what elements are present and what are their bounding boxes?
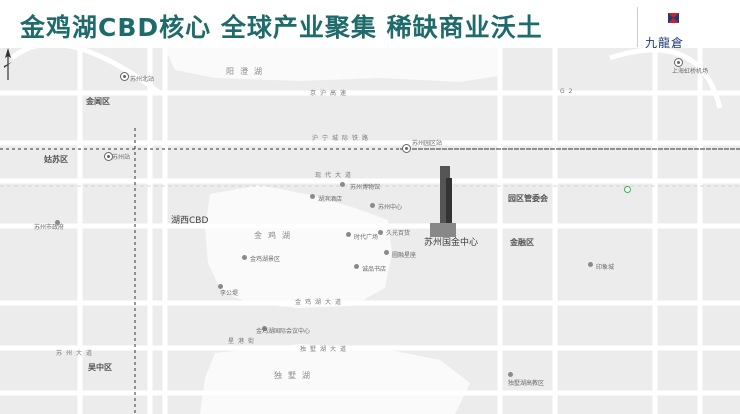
poi-marker [378, 230, 383, 235]
station-icon [120, 72, 129, 81]
flag-icon [668, 13, 679, 23]
place-label: 李公堤 [220, 290, 239, 297]
jinji-lake-shape [205, 185, 392, 308]
district-label: 姑苏区 [44, 155, 68, 164]
airport-icon [674, 58, 683, 67]
district-label: 吴中区 [88, 363, 112, 372]
place-label: 苏州中心 [378, 204, 403, 211]
brand-name: 九龍倉 [645, 36, 685, 50]
landmark-label: 苏州国金中心 [424, 238, 479, 248]
road-label: 京沪高速 [310, 90, 351, 97]
north-arrow-icon [4, 48, 12, 80]
place-label: 湖滨酒店 [318, 196, 343, 203]
logo-divider [637, 7, 638, 47]
poi-marker [340, 182, 345, 187]
place-label: 金鸡湖景区 [250, 256, 281, 263]
lake-label: 阳澄湖 [226, 67, 268, 76]
poi-marker [384, 250, 389, 255]
place-label: 时代广场 [354, 234, 379, 241]
road-label: 苏州大道 [56, 350, 97, 357]
location-pin-icon [624, 186, 631, 193]
place-label: 苏州站 [112, 154, 131, 161]
lake-label: 独墅湖 [274, 371, 316, 380]
road-label: 沪宁城际铁路 [312, 135, 373, 142]
poi-marker [262, 326, 267, 331]
poi-marker [55, 220, 60, 225]
place-label: 诚品书店 [362, 266, 387, 273]
poi-marker [588, 262, 593, 267]
map-canvas [0, 48, 740, 414]
brand-logo: 九龍倉 [637, 6, 699, 50]
district-label: 金阊区 [86, 97, 110, 106]
district-label: 园区管委会 [508, 194, 548, 203]
station-icon [402, 144, 411, 153]
district-label: 湖西CBD [171, 216, 209, 226]
place-label: 金鸡湖国际会议中心 [256, 328, 311, 335]
poi-marker [310, 194, 315, 199]
dushu-lake-shape [200, 344, 470, 414]
poi-marker [346, 232, 351, 237]
road-label: G2 [560, 88, 577, 95]
station-icon [104, 152, 113, 161]
road-label: 现代大道 [315, 172, 356, 179]
lake-label: 金鸡湖 [254, 231, 296, 240]
road-label: 星港街 [228, 338, 259, 345]
road-label: 金鸡湖大道 [295, 299, 346, 306]
header-banner: 金鸡湖CBD核心 全球产业聚集 稀缺商业沃土 九龍倉 [0, 0, 740, 50]
place-label: 印象城 [596, 264, 615, 271]
poi-marker [354, 264, 359, 269]
page-title: 金鸡湖CBD核心 全球产业聚集 稀缺商业沃土 [20, 13, 543, 42]
district-label: 金融区 [510, 238, 534, 247]
place-label: 久光百货 [386, 230, 411, 237]
tower-icon [430, 166, 456, 237]
place-label: 上海虹桥机场 [672, 68, 709, 75]
place-label: 圆融星座 [392, 252, 417, 259]
yangcheng-lake-shape [165, 48, 500, 82]
poi-marker [370, 203, 375, 208]
place-label: 独墅湖高教区 [508, 380, 545, 387]
location-map: 阳澄湖 金鸡湖 独墅湖 京沪高速 沪宁城际铁路 现代大道 金鸡湖大道 星港街 独… [0, 48, 740, 414]
place-label: 苏州市政府 [34, 224, 65, 231]
poi-marker [508, 372, 513, 377]
place-label: 苏州北站 [130, 76, 155, 83]
place-label: 苏州博物馆 [350, 184, 381, 191]
poi-marker [218, 284, 223, 289]
place-label: 苏州园区站 [412, 140, 443, 147]
poi-marker [242, 255, 247, 260]
ring-road [10, 48, 723, 109]
road-label: 独墅湖大道 [300, 346, 351, 353]
